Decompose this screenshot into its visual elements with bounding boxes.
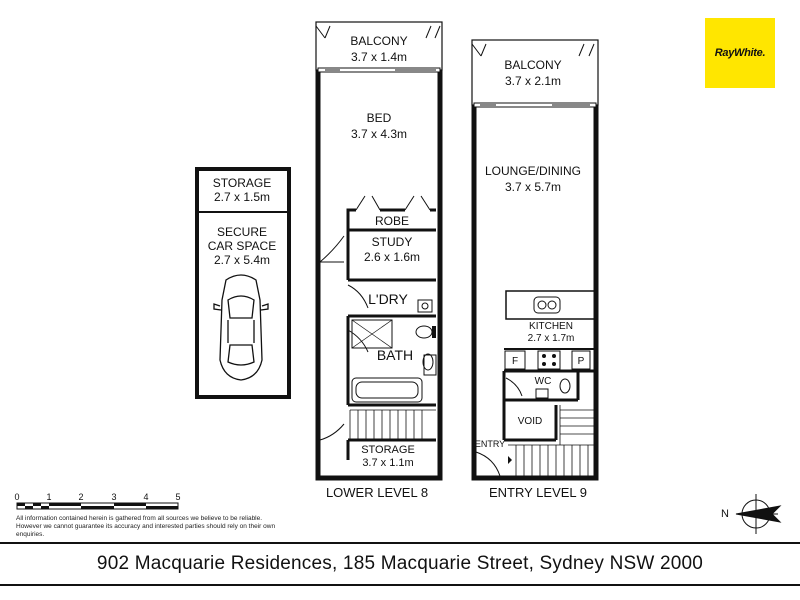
entry-level-title: ENTRY LEVEL 9 — [489, 485, 587, 500]
fridge-label: F — [512, 356, 518, 367]
car-storage-dims: 2.7 x 1.5m — [214, 190, 270, 204]
scale-bar: 0 1 2 3 4 5 — [14, 492, 181, 510]
raywhite-logo: RayWhite. — [705, 18, 775, 88]
bottom-rule — [0, 584, 800, 586]
lower-level-title: LOWER LEVEL 8 — [326, 485, 428, 500]
pantry-label: P — [578, 356, 585, 367]
entry-label: ENTRY — [475, 439, 505, 449]
lower-balcony-name: BALCONY — [350, 34, 407, 48]
robe-label: ROBE — [375, 214, 409, 228]
car-storage-name: STORAGE — [213, 176, 271, 190]
scale-tick-0: 0 — [14, 492, 19, 502]
property-address: 902 Macquarie Residences, 185 Macquarie … — [96, 553, 704, 574]
scale-tick-1: 1 — [46, 492, 51, 502]
lower-balcony-dims: 3.7 x 1.4m — [351, 50, 407, 64]
top-rule — [0, 542, 800, 544]
scale-tick-3: 3 — [111, 492, 116, 502]
void-label: VOID — [518, 416, 542, 427]
wc-label: WC — [535, 376, 552, 387]
entry-balcony-dims: 3.7 x 2.1m — [505, 74, 561, 88]
lower-storage-dims: 3.7 x 1.1m — [362, 457, 413, 469]
laundry-label: L'DRY — [368, 291, 408, 307]
scale-tick-4: 4 — [143, 492, 148, 502]
entry-level-plan: BALCONY 3.7 x 2.1m LOUNGE/DINING 3.7 x 5… — [471, 39, 599, 500]
lower-level-plan: BALCONY 3.7 x 1.4m BED 3.7 x 4.3m ROBE S… — [315, 21, 443, 500]
lounge-name: LOUNGE/DINING — [485, 164, 581, 178]
bed-dims: 3.7 x 4.3m — [351, 127, 407, 141]
bath-label: BATH — [377, 347, 413, 363]
entry-balcony-name: BALCONY — [504, 58, 561, 72]
logo-text: RayWhite. — [714, 47, 766, 59]
bed-name: BED — [367, 111, 392, 125]
car-space-line2: CAR SPACE — [208, 239, 276, 253]
kitchen-dims: 2.7 x 1.7m — [528, 333, 575, 344]
lower-storage-name: STORAGE — [361, 444, 415, 456]
lounge-dims: 3.7 x 5.7m — [505, 180, 561, 194]
scale-tick-5: 5 — [175, 492, 180, 502]
study-name: STUDY — [372, 235, 413, 249]
car-space-dims: 2.7 x 5.4m — [214, 253, 270, 267]
disclaimer-text: All information contained herein is gath… — [16, 515, 276, 538]
north-label: N — [721, 508, 729, 520]
car-space-plan: STORAGE 2.7 x 1.5m SECURE CAR SPACE 2.7 … — [195, 167, 291, 399]
car-space-line1: SECURE — [217, 225, 267, 239]
compass-icon — [735, 494, 782, 534]
car-icon — [213, 274, 269, 381]
study-dims: 2.6 x 1.6m — [364, 250, 420, 264]
kitchen-name: KITCHEN — [529, 321, 573, 332]
scale-tick-2: 2 — [78, 492, 83, 502]
